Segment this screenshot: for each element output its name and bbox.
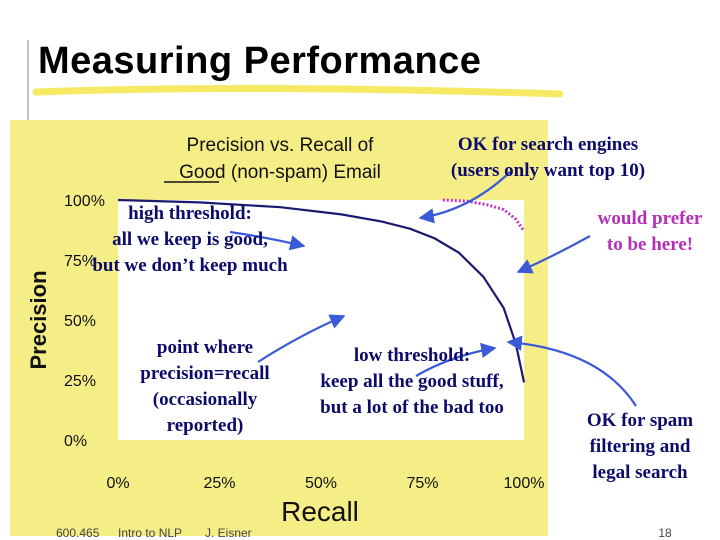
x-tick-label: 100% bbox=[504, 475, 545, 492]
x-tick-label: 75% bbox=[406, 475, 438, 492]
annotation-search-engines: (users only want top 10) bbox=[451, 160, 645, 181]
annotation-would-prefer: would prefer bbox=[598, 208, 703, 229]
annotation-point-where: point where bbox=[157, 337, 253, 358]
footer-course-number: 600.465 bbox=[56, 526, 100, 540]
annotation-point-where: (occasionally bbox=[153, 389, 258, 410]
annotation-would-prefer: to be here! bbox=[607, 234, 693, 255]
title-underline-decoration bbox=[32, 84, 564, 98]
annotation-point-where: precision=recall bbox=[140, 363, 269, 384]
y-axis-label: Precision bbox=[26, 270, 51, 369]
arrow-high-threshold bbox=[229, 230, 306, 251]
preferred-curve-line bbox=[442, 198, 526, 233]
arrow-point-where bbox=[257, 314, 346, 363]
arrow-search-engines bbox=[418, 171, 511, 224]
annotation-high-threshold: all we keep is good, bbox=[112, 229, 268, 250]
chart-title-line-2: Good (non-spam) Email bbox=[179, 162, 381, 183]
annotation-high-threshold: high threshold: bbox=[128, 203, 252, 224]
annotation-high-threshold: but we don’t keep much bbox=[92, 255, 288, 276]
footer-author: J. Eisner bbox=[205, 526, 252, 540]
annotation-spam-filtering: filtering and bbox=[590, 436, 691, 457]
annotation-low-threshold: but a lot of the bad too bbox=[320, 397, 504, 418]
arrow-low-threshold bbox=[415, 342, 497, 377]
slide-number: 18 bbox=[658, 526, 672, 540]
annotation-low-threshold: keep all the good stuff, bbox=[320, 371, 503, 392]
annotation-low-threshold: low threshold: bbox=[354, 345, 470, 366]
annotation-search-engines: OK for search engines bbox=[458, 134, 638, 155]
y-tick-label: 0% bbox=[64, 433, 87, 450]
x-tick-label: 25% bbox=[203, 475, 235, 492]
footer-subject: Intro to NLP bbox=[118, 526, 182, 540]
y-tick-label: 100% bbox=[64, 193, 105, 210]
annotation-spam-filtering: OK for spam bbox=[587, 410, 693, 431]
x-tick-label: 0% bbox=[106, 475, 129, 492]
pr-curve-line bbox=[117, 198, 526, 383]
arrow-would-prefer bbox=[516, 235, 591, 274]
chart-title-line-1: Precision vs. Recall of bbox=[187, 135, 375, 156]
arrow-spam-filtering bbox=[506, 335, 637, 407]
y-tick-label: 25% bbox=[64, 373, 96, 390]
y-tick-label: 50% bbox=[64, 313, 96, 330]
plot-area bbox=[118, 200, 524, 440]
annotation-spam-filtering: legal search bbox=[592, 462, 688, 483]
annotation-point-where: reported) bbox=[167, 415, 244, 436]
y-tick-label: 75% bbox=[64, 253, 96, 270]
x-axis-label: Recall bbox=[281, 496, 359, 527]
page-title: Measuring Performance bbox=[38, 40, 482, 82]
x-tick-label: 50% bbox=[305, 475, 337, 492]
